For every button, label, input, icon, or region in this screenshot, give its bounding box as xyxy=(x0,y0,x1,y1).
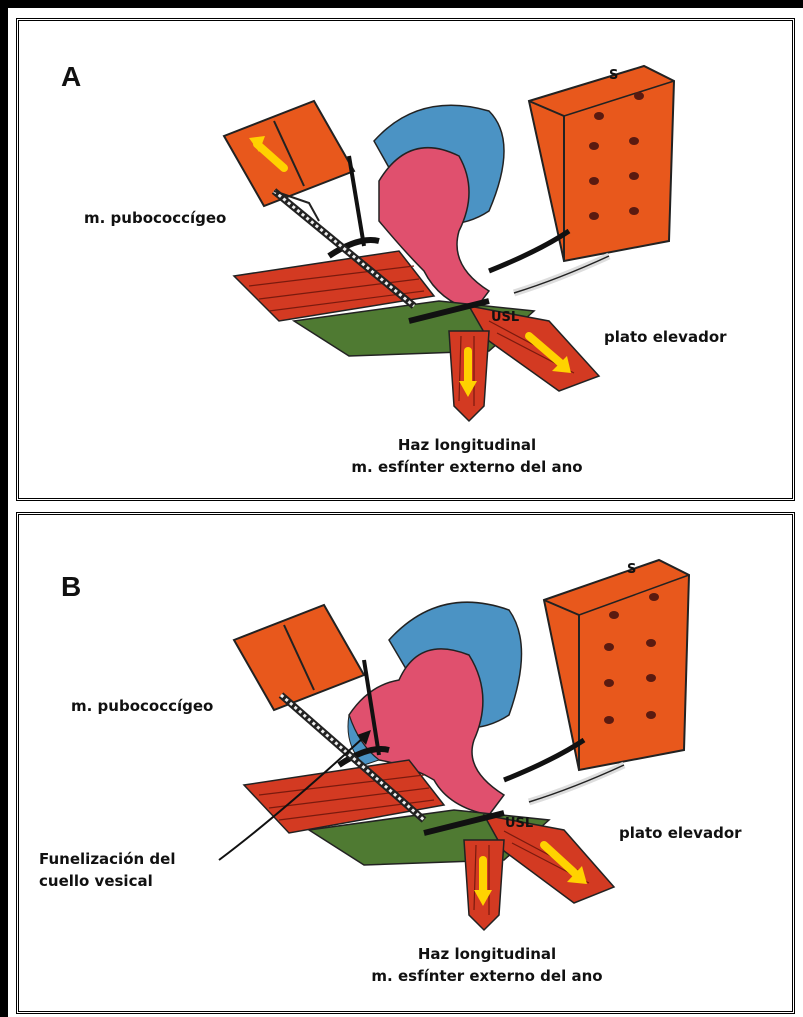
pelvic-floor-diagram: S xyxy=(19,515,792,1011)
pubic-bone xyxy=(224,101,354,206)
pelvic-floor-diagram: S xyxy=(19,21,792,498)
uterosacral-ligament xyxy=(514,256,609,293)
label-longitudinal-line1: Haz longitudinal xyxy=(337,943,637,965)
label-pubococcygeus: m. pubococcígeo xyxy=(84,209,226,227)
sacrum xyxy=(544,560,689,770)
sacrum-mark: S xyxy=(627,562,636,577)
label-longitudinal-line2: m. esfínter externo del ano xyxy=(337,965,637,987)
label-levator-plate: plato elevador xyxy=(619,824,742,842)
label-funneling-line2: cuello vesical xyxy=(39,870,175,892)
panel-b: B S xyxy=(16,512,795,1014)
label-funneling-line1: Funelización del xyxy=(39,848,175,870)
label-longitudinal: Haz longitudinal m. esfínter externo del… xyxy=(317,434,617,478)
panel-a: A S xyxy=(16,18,795,501)
usl-mark: USL xyxy=(505,816,533,831)
label-longitudinal-line2: m. esfínter externo del ano xyxy=(317,456,617,478)
sacrum xyxy=(529,66,674,261)
label-levator-plate: plato elevador xyxy=(604,328,727,346)
label-pubococcygeus: m. pubococcígeo xyxy=(71,697,213,715)
uterosacral-ligament xyxy=(529,765,624,802)
pubic-bone xyxy=(234,605,364,710)
label-longitudinal-line1: Haz longitudinal xyxy=(317,434,617,456)
usl-mark: USL xyxy=(491,310,519,325)
sacrum-mark: S xyxy=(609,68,618,83)
label-funneling: Funelización del cuello vesical xyxy=(39,848,175,892)
longitudinal-muscle xyxy=(449,331,489,421)
longitudinal-muscle xyxy=(464,840,504,930)
label-longitudinal: Haz longitudinal m. esfínter externo del… xyxy=(337,943,637,987)
